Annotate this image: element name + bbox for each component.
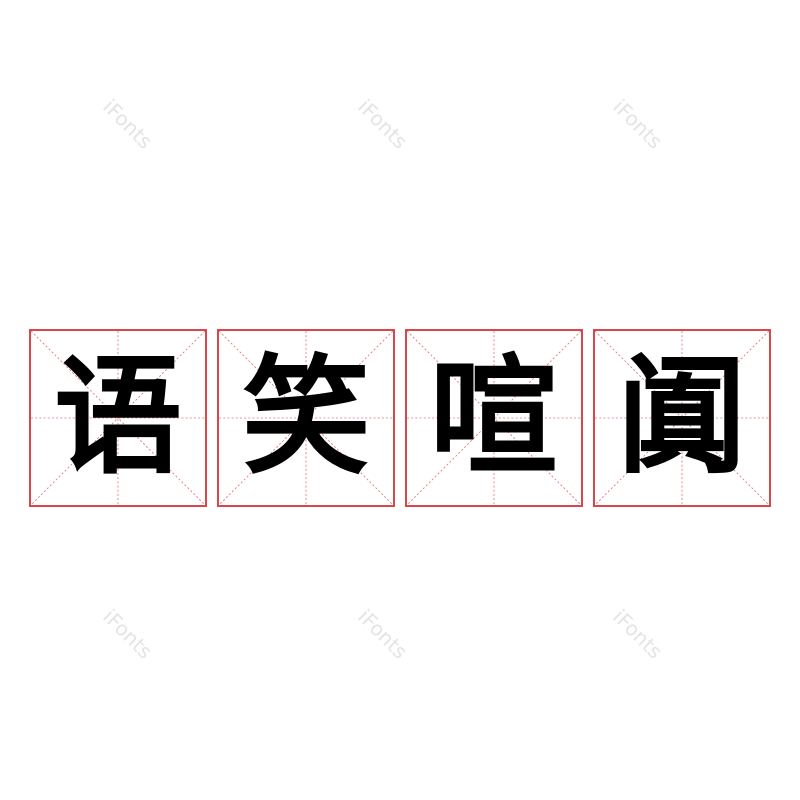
character: 喧 [429,343,558,492]
character-box-1: 语 [29,329,207,507]
character: 阗 [617,343,746,492]
watermark: iFonts [608,604,668,664]
character: 语 [53,343,182,492]
watermark: iFonts [353,604,413,664]
character-box-4: 阗 [593,329,771,507]
grid-guides [595,331,769,505]
grid-guides [31,331,205,505]
character-box-2: 笑 [217,329,395,507]
character-box-3: 喧 [405,329,583,507]
watermark: iFonts [608,94,668,154]
character: 笑 [241,343,370,492]
watermark: iFonts [98,604,158,664]
grid-guides [219,331,393,505]
watermark: iFonts [353,94,413,154]
watermark: iFonts [98,94,158,154]
grid-guides [407,331,581,505]
